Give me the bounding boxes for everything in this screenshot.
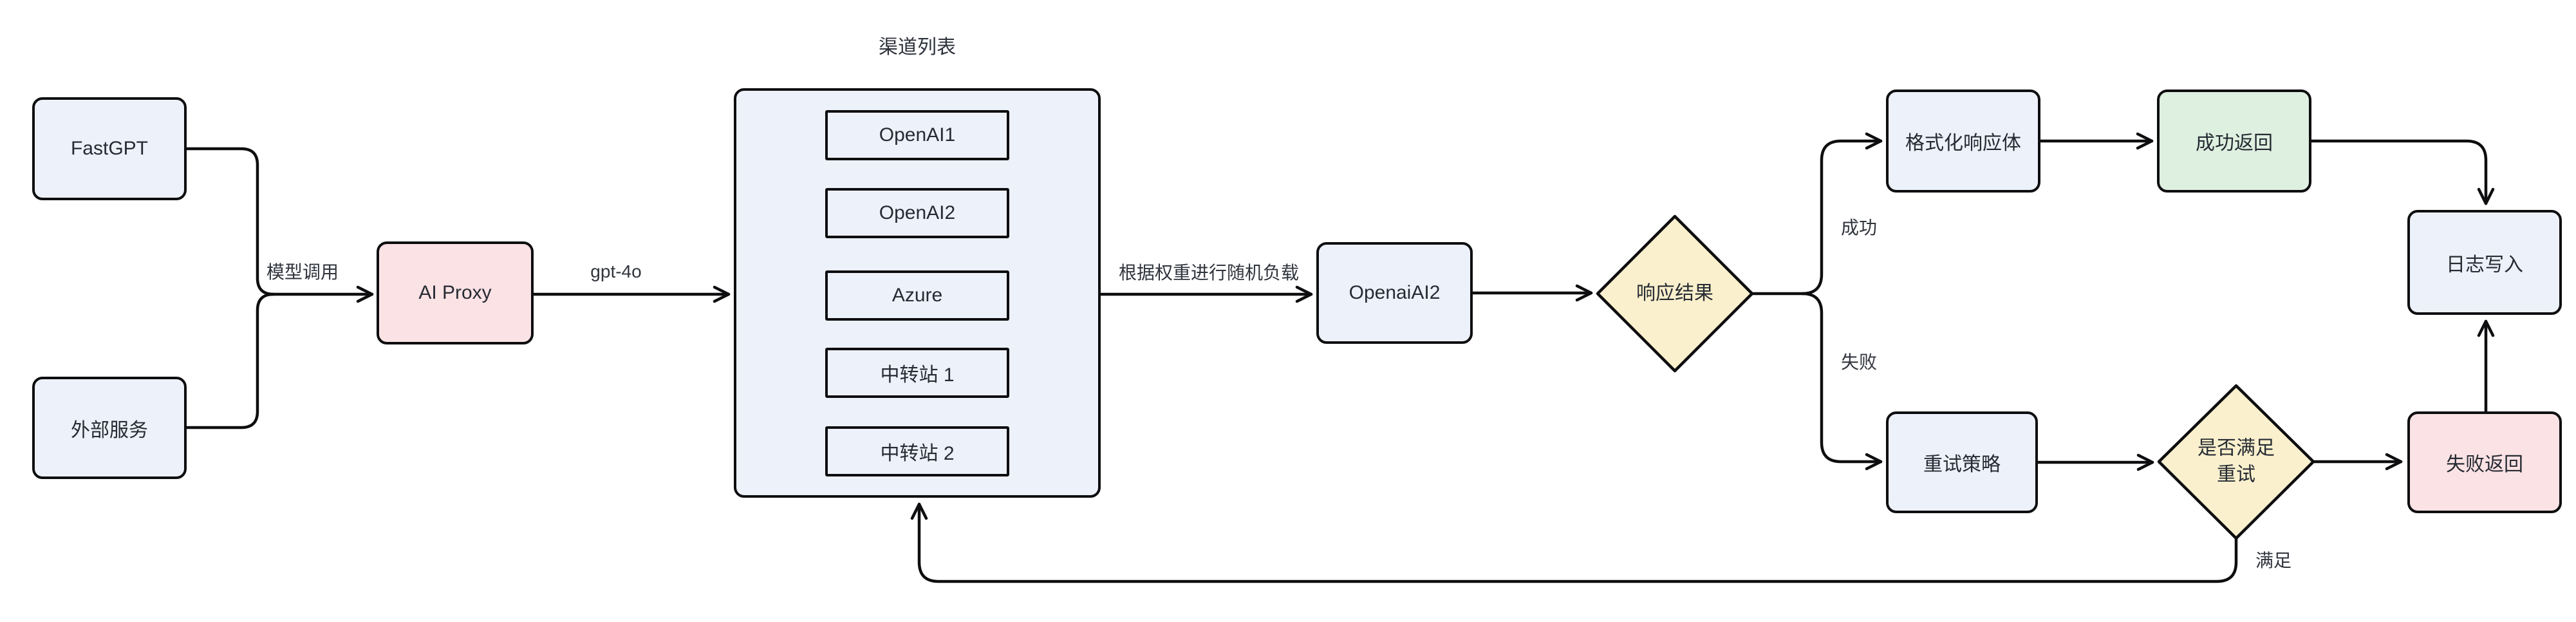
node-retry-strategy-label: 重试策略	[1923, 454, 2001, 475]
channel-relay1-label: 中转站 1	[880, 364, 955, 386]
channel-openai1-label: OpenAI1	[879, 124, 956, 146]
edge-success-to-log	[2310, 139, 2495, 205]
node-fastgpt[interactable]: FastGPT	[32, 97, 187, 200]
node-selected-channel[interactable]: OpenaiAI2	[1316, 242, 1473, 344]
node-success-return[interactable]: 成功返回	[2157, 90, 2311, 193]
channel-relay2-label: 中转站 2	[880, 443, 955, 464]
edge-label-model-call: 模型调用	[266, 262, 339, 282]
channel-azure-label: Azure	[891, 285, 943, 306]
edge-fastgpt-to-aiproxy	[185, 147, 374, 303]
channel-azure[interactable]: Azure	[825, 270, 1009, 321]
channel-relay1[interactable]: 中转站 1	[825, 348, 1009, 398]
channel-openai2-label: OpenAI2	[879, 202, 956, 223]
channel-list-title: 渠道列表	[879, 37, 956, 58]
node-external-service[interactable]: 外部服务	[32, 377, 187, 479]
node-fail-return-label: 失败返回	[2446, 454, 2523, 475]
edge-label-fail: 失败	[1840, 352, 1878, 372]
node-retry-check-label: 是否满足 重试	[2198, 436, 2275, 488]
node-log-write[interactable]: 日志写入	[2407, 210, 2562, 315]
node-fastgpt-label: FastGPT	[70, 138, 148, 159]
node-response-result-label: 响应结果	[1636, 282, 1713, 304]
node-format-response-label: 格式化响应体	[1905, 133, 2021, 154]
channel-relay2[interactable]: 中转站 2	[825, 426, 1009, 476]
edge-label-satisfied: 满足	[2255, 551, 2292, 570]
node-retry-strategy[interactable]: 重试策略	[1886, 411, 2038, 513]
node-success-return-label: 成功返回	[2196, 133, 2273, 154]
node-log-write-label: 日志写入	[2446, 254, 2523, 276]
edge-check-loop-to-channels	[910, 502, 2238, 583]
node-external-service-label: 外部服务	[71, 419, 148, 441]
node-retry-check-diamond[interactable]	[2157, 384, 2315, 540]
node-ai-proxy[interactable]: AI Proxy	[377, 241, 534, 344]
node-retry-check-label-line1: 是否满足	[2198, 437, 2275, 459]
node-format-response[interactable]: 格式化响应体	[1886, 90, 2040, 193]
node-retry-check-label-line2: 重试	[2217, 464, 2255, 485]
edge-label-success: 成功	[1840, 218, 1878, 238]
channel-openai2[interactable]: OpenAI2	[825, 188, 1009, 238]
edge-label-load-balance: 根据权重进行随机负载	[1118, 263, 1300, 283]
edge-response-to-retry	[1800, 292, 1883, 471]
node-ai-proxy-label: AI Proxy	[418, 282, 492, 303]
node-response-result-diamond[interactable]	[1596, 214, 1754, 373]
edge-label-gpt4o: gpt-4o	[590, 261, 642, 281]
node-selected-channel-label: OpenaiAI2	[1349, 282, 1441, 303]
node-fail-return[interactable]: 失败返回	[2407, 411, 2562, 513]
channel-openai1[interactable]: OpenAI1	[825, 110, 1009, 160]
edge-external-to-merge	[185, 292, 275, 429]
edge-response-to-format	[1750, 132, 1883, 296]
node-channel-list-container[interactable]: OpenAI1 OpenAI2 Azure 中转站 1 中转站 2	[734, 88, 1101, 498]
